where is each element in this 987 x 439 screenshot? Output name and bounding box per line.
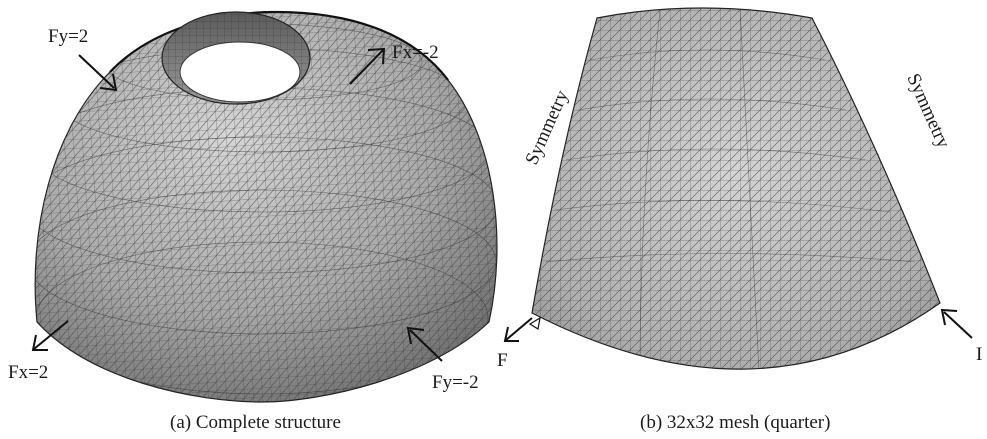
label-point-i: I: [976, 344, 982, 365]
support-triangle-icon: [528, 316, 541, 330]
caption-b: (b) 32x32 mesh (quarter): [640, 412, 830, 433]
label-fy-bottom: Fy=-2: [432, 372, 479, 393]
arrow-fx-bottom: [31, 320, 69, 351]
arrow-fx-top: [349, 47, 386, 85]
quarter-shell: [531, 7, 941, 370]
dome-shell: [34, 10, 498, 403]
panel-a: Fy=2 Fx=-2 Fx=2 Fy=-2 (a) Complete struc…: [8, 10, 498, 433]
label-symmetry-right: Symmetry: [902, 70, 954, 151]
arrow-fy-bottom: [406, 326, 443, 362]
arrow-point-i: [940, 308, 973, 339]
arrow-fy-top: [78, 54, 118, 92]
panel-b: Symmetry Symmetry F I (b) 32x32 mesh (qu…: [497, 7, 982, 433]
label-fx-bottom: Fx=2: [8, 362, 48, 383]
arrow-point-f: [503, 317, 533, 342]
label-point-f: F: [497, 350, 508, 371]
label-fy-top: Fy=2: [48, 26, 88, 47]
label-fx-top: Fx=-2: [392, 42, 439, 63]
caption-a: (a) Complete structure: [170, 412, 341, 433]
top-opening: [161, 11, 311, 105]
